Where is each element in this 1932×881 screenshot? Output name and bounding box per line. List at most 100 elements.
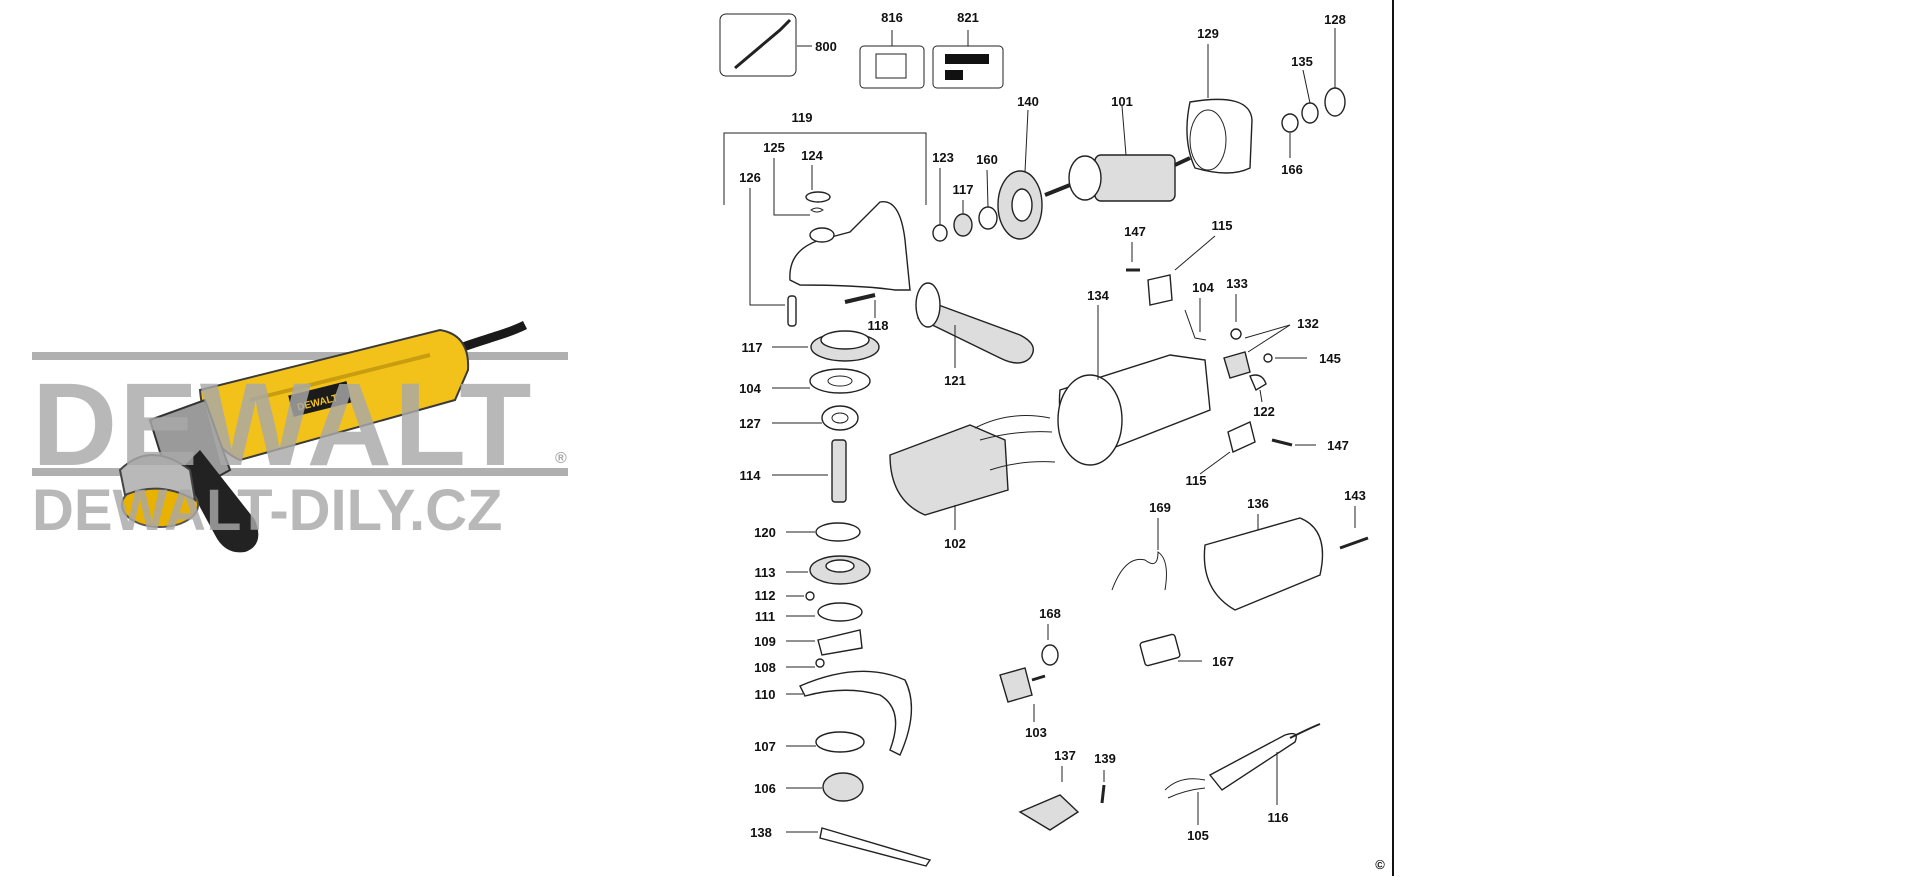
label-127: 127 (739, 416, 761, 431)
part-128 (1324, 87, 1346, 117)
label-106: 106 (754, 781, 776, 796)
label-112: 112 (755, 588, 776, 603)
label-122: 104 (739, 381, 761, 396)
part-821-box (932, 45, 1004, 89)
label-118: 118 (868, 318, 889, 333)
label-169: 169 (1149, 500, 1171, 515)
label-117-top: 117 (953, 182, 974, 197)
part-110 (799, 670, 913, 756)
label-136: 136 (1247, 496, 1269, 511)
part-143 (1339, 536, 1369, 550)
label-103: 103 (1025, 725, 1047, 740)
part-104-bottom (1249, 374, 1267, 392)
label-166: 166 (1281, 162, 1303, 177)
label-138: 138 (750, 825, 772, 840)
part-107 (815, 731, 865, 753)
part-123 (932, 224, 948, 242)
part-126 (787, 295, 797, 327)
label-105: 105 (1187, 828, 1209, 843)
part-129 (1186, 98, 1253, 174)
part-105 (1164, 778, 1206, 799)
label-167: 167 (1212, 654, 1234, 669)
copyright-mark: © (1375, 857, 1385, 872)
part-120 (815, 522, 861, 542)
label-143: 143 (1344, 488, 1366, 503)
watermark-website: DEWALT-DILY.CZ (32, 478, 502, 543)
part-124 (805, 191, 831, 203)
label-816: 816 (881, 10, 903, 25)
label-113: 113 (755, 565, 776, 580)
label-115-bottom: 115 (1186, 473, 1207, 488)
label-109: 109 (754, 634, 776, 649)
part-166 (1281, 113, 1299, 133)
part-101 (1094, 154, 1176, 202)
part-167 (1139, 633, 1181, 667)
part-112 (805, 591, 815, 601)
label-145: 145 (1319, 351, 1341, 366)
part-133 (1230, 328, 1242, 340)
label-139: 139 (1094, 751, 1116, 766)
part-114 (831, 439, 847, 503)
label-110: 110 (755, 687, 776, 702)
part-122 (809, 368, 871, 394)
label-104-bottom: 122 (1253, 404, 1275, 419)
watermark-bar-top (32, 352, 568, 360)
product-badge (288, 381, 352, 417)
parts-diagram-svg: 800 816 821 129 128 135 166 140 101 119 … (719, 0, 1394, 876)
part-121 (917, 299, 1034, 364)
part-800-icon (734, 18, 792, 70)
label-160: 160 (976, 152, 998, 167)
label-119: 119 (792, 110, 813, 125)
label-101: 101 (1111, 94, 1133, 109)
blank-area (1400, 0, 1932, 876)
label-114: 114 (740, 468, 762, 483)
label-821: 821 (957, 10, 979, 25)
part-103 (999, 667, 1033, 703)
label-124: 124 (801, 148, 823, 163)
part-125 (810, 207, 824, 213)
label-126: 126 (739, 170, 761, 185)
product-photo: DEWALT DEWALT ® DEWALT-DILY.CZ (32, 320, 568, 553)
part-111 (817, 602, 863, 622)
part-132 (1223, 351, 1251, 379)
label-135: 135 (1291, 54, 1313, 69)
label-125: 125 (763, 140, 785, 155)
label-117-gear: 117 (742, 340, 763, 355)
part-816-box (859, 45, 925, 89)
label-168: 168 (1039, 606, 1061, 621)
part-168 (1041, 644, 1059, 666)
part-106 (822, 772, 864, 802)
group-119-bracket (723, 132, 927, 205)
label-134: 134 (1087, 288, 1109, 303)
part-169 (1111, 551, 1167, 591)
power-cable (453, 320, 528, 355)
part-137 (1018, 794, 1080, 831)
part-109 (817, 629, 863, 656)
part-127 (821, 405, 859, 431)
label-108: 108 (754, 660, 776, 675)
disc-guard (118, 454, 197, 502)
part-800-box (719, 13, 797, 77)
label-123: 123 (932, 150, 954, 165)
side-handle (180, 450, 259, 553)
body-shade (249, 353, 431, 402)
part-147-bottom (1271, 438, 1293, 447)
label-121: 121 (944, 373, 966, 388)
label-104-top: 104 (1192, 280, 1214, 295)
label-137: 137 (1054, 748, 1076, 763)
watermark-brand: DEWALT (32, 359, 533, 491)
part-135 (1301, 102, 1319, 124)
part-108 (815, 658, 825, 668)
label-116: 116 (1268, 810, 1289, 825)
part-115-bottom (1227, 421, 1256, 453)
label-132: 132 (1297, 316, 1319, 331)
part-116 (1208, 732, 1297, 791)
label-120: 120 (754, 525, 776, 540)
part-160 (978, 206, 998, 230)
part-115-top (1147, 274, 1173, 306)
part-136 (1203, 517, 1324, 611)
part-117-top (953, 213, 973, 237)
part-104-top (1184, 309, 1207, 341)
label-129: 129 (1197, 26, 1219, 41)
label-111: 111 (755, 609, 775, 624)
